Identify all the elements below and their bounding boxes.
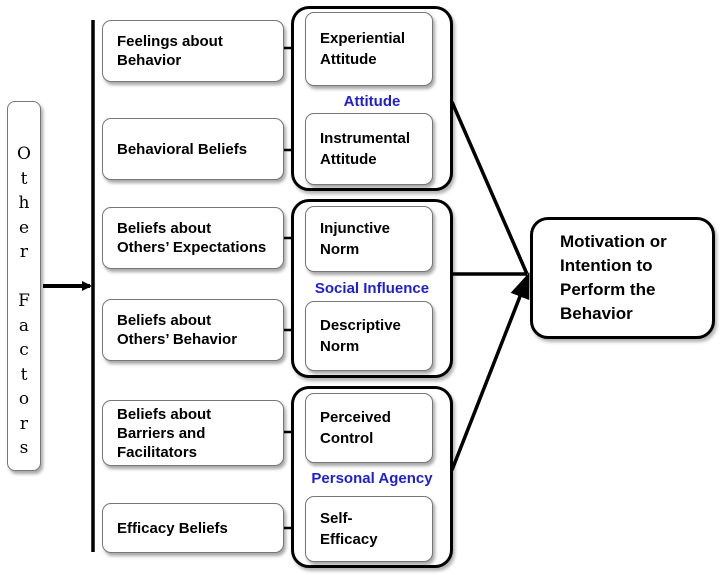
other-factors-letter: r (19, 242, 29, 262)
belief-behavioral-beliefs: Behavioral Beliefs (102, 118, 284, 180)
construct-perceived-control: Perceived Control (305, 393, 433, 463)
belief-others-behavior: Beliefs about Others’ Behavior (102, 299, 284, 361)
construct-self-efficacy: Self- Efficacy (305, 496, 433, 562)
construct-experiential-attitude: Experiential Attitude (305, 12, 433, 86)
belief-others-expectations: Beliefs about Others’ Expectations (102, 207, 284, 269)
other-factors-letter: a (18, 315, 30, 336)
other-factors-letter: s (19, 438, 29, 458)
other-factors-letter: o (18, 389, 30, 409)
construct-injunctive-norm: Injunctive Norm (305, 206, 433, 272)
other-factors-letter: r (19, 413, 29, 434)
group-label-personal-agency: Personal Agency (311, 470, 433, 487)
other-factors-letter: c (19, 340, 29, 360)
group-label-attitude: Attitude (343, 93, 401, 110)
other-factors-letter: e (18, 217, 30, 238)
construct-descriptive-norm: Descriptive Norm (305, 301, 433, 371)
other-factors-letter: h (18, 193, 30, 213)
outcome-motivation-intention: Motivation or Intention to Perform the B… (530, 217, 715, 339)
other-factors-letter: t (20, 364, 28, 385)
attitude-to-outcome-arrow (450, 101, 529, 275)
personal-agency-to-outcome-arrow (450, 272, 530, 471)
construct-instrumental-attitude: Instrumental Attitude (305, 113, 433, 185)
group-label-social-influence: Social Influence (314, 280, 430, 297)
other-factors-letter: O (17, 144, 31, 164)
belief-feelings-about-behavior: Feelings about Behavior (102, 20, 284, 82)
belief-barriers-facilitators: Beliefs about Barriers and Facilitators (102, 400, 284, 466)
other-factors-letter: F (18, 291, 30, 311)
other-factors-letter: t (20, 168, 28, 189)
belief-efficacy-beliefs: Efficacy Beliefs (102, 503, 284, 553)
